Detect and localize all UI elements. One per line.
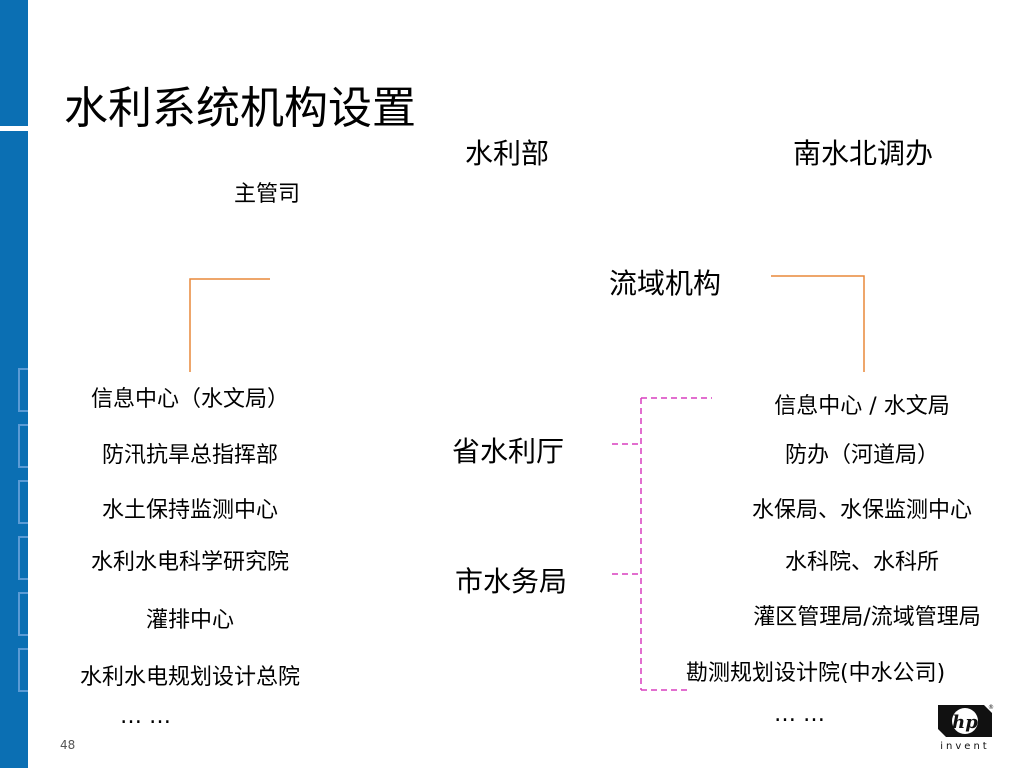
left-item: 水利水电科学研究院: [90, 550, 289, 575]
header-main-dept: 主管司: [234, 182, 301, 207]
hp-logo-mark: hp ® invent: [938, 704, 994, 752]
left-item: 信息中心（水文局）: [90, 387, 289, 412]
left-item: 水利水电规划设计总院: [79, 665, 300, 690]
sidebar-tab: [18, 592, 28, 636]
hp-logo: hp ® invent: [934, 699, 996, 752]
slide-title: 水利系统机构设置: [64, 83, 416, 134]
header-south-north: 南水北调办: [793, 137, 934, 170]
local-bracket-connector: [612, 397, 712, 691]
right-item: 水科院、水科所: [784, 550, 939, 575]
middle-province: 省水利厅: [452, 435, 565, 468]
left-more-ellipsis: … …: [120, 704, 171, 729]
left-item: 水土保持监测中心: [101, 498, 278, 523]
right-item: 防办（河道局）: [784, 443, 939, 468]
middle-city: 市水务局: [455, 565, 568, 598]
header-basin: 流域机构: [609, 267, 722, 300]
hp-logo-registered: ®: [988, 704, 994, 711]
hp-logo-letters: hp: [952, 712, 978, 733]
right-item: 水保局、水保监测中心: [751, 498, 972, 523]
hp-logo-tagline: invent: [940, 741, 989, 751]
right-item: 信息中心 / 水文局: [774, 394, 950, 419]
sidebar-tab: [18, 648, 28, 692]
left-item: 灌排中心: [145, 608, 234, 633]
main-dept-connector: [189, 278, 270, 372]
left-item: 防汛抗旱总指挥部: [101, 443, 278, 468]
page-number: 48: [60, 738, 76, 752]
sidebar-notch: [0, 126, 28, 131]
basin-connector: [771, 275, 865, 372]
sidebar-tab: [18, 424, 28, 468]
header-ministry: 水利部: [465, 137, 550, 170]
right-item: 勘测规划设计院(中水公司): [686, 661, 946, 686]
sidebar-tab: [18, 480, 28, 524]
sidebar-tab: [18, 368, 28, 412]
sidebar-tab: [18, 536, 28, 580]
right-item: 灌区管理局/流域管理局: [753, 605, 981, 630]
right-more-ellipsis: … …: [774, 702, 825, 727]
